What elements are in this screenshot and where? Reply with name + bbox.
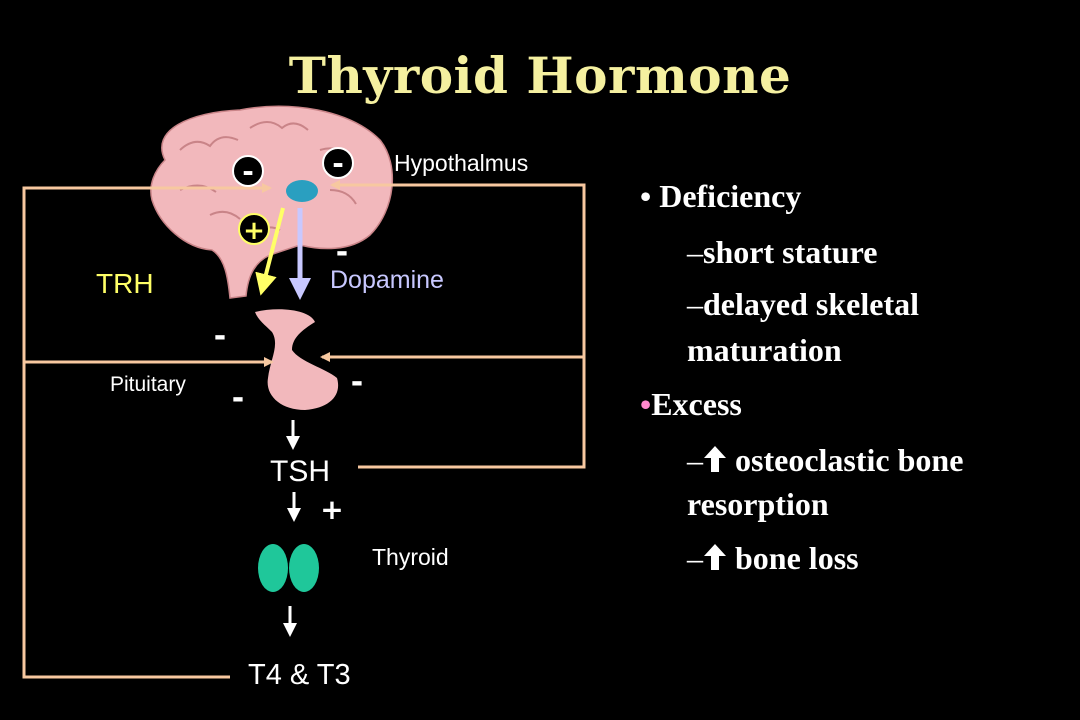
minus-circle-right: [322, 147, 354, 179]
tsh-label: TSH: [270, 455, 330, 488]
deficiency-item-2: –delayed skeletal: [687, 286, 919, 322]
up-arrow-icon: [704, 446, 726, 472]
dopamine-label: Dopamine: [330, 266, 444, 294]
trh-label: TRH: [96, 268, 154, 299]
plus-sign-tsh: +: [320, 493, 343, 526]
minus-sign-left: -: [242, 155, 254, 188]
hypothalamus-label: Hypothalmus: [394, 150, 529, 176]
minus-sign-pituitary-left-upper: -: [214, 319, 226, 354]
feedback-line-left: [22, 183, 272, 679]
thyroid-lobe-left: [258, 544, 288, 592]
minus-sign-pituitary-right: -: [351, 365, 363, 400]
minus-sign-dopamine: -: [336, 235, 348, 270]
plus-sign-trh: +: [243, 216, 265, 246]
hypothalamus-node: [286, 180, 318, 202]
thyroid-label: Thyroid: [372, 544, 449, 570]
thyroid-lobe-right: [289, 544, 319, 592]
minus-sign-pituitary-left-lower: -: [232, 381, 244, 416]
pituitary-gland: [255, 309, 339, 410]
feedback-line-right: [330, 180, 586, 469]
t4-t3-label: T4 & T3: [248, 659, 351, 691]
deficiency-item-1: –short stature: [687, 234, 878, 270]
excess-heading: Excess: [651, 386, 742, 422]
bullet-excess: •Excess: [640, 386, 742, 423]
trh-arrow: [255, 207, 285, 296]
bullet-dot: •: [640, 386, 652, 422]
deficiency-heading: Deficiency: [659, 178, 802, 214]
excess-item-2: –bone loss: [687, 540, 859, 576]
pituitary-label: Pituitary: [110, 373, 186, 396]
slide-title: Thyroid Hormone: [288, 46, 792, 105]
plus-circle: [238, 213, 270, 245]
minus-sign-right: -: [332, 147, 344, 180]
excess-item-1-continued: resorption: [687, 486, 829, 522]
deficiency-item-2-continued: maturation: [687, 332, 842, 368]
bullet-deficiency: • Deficiency: [640, 178, 801, 215]
up-arrow-icon: [704, 544, 726, 570]
excess-item-1: –osteoclastic bone: [687, 442, 964, 478]
minus-circle-left: [232, 155, 264, 187]
bullet-dot: •: [640, 178, 652, 214]
